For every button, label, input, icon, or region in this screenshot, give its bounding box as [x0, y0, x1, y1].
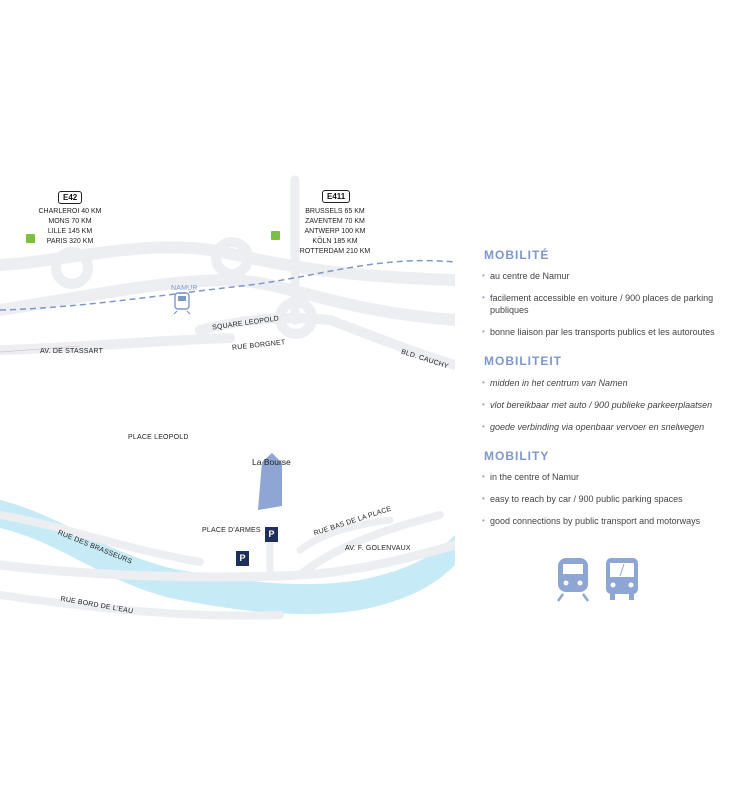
list-item: • in the centre of Namur — [482, 471, 745, 483]
city-map: E42 CHARLEROI 40 KM MONS 70 KM LILLE 145… — [0, 170, 461, 620]
road-stassart — [0, 333, 235, 355]
map-roads — [0, 175, 461, 620]
bus-icon — [606, 558, 638, 600]
road-lower — [0, 540, 460, 582]
list-item: • facilement accessible en voiture / 900 … — [482, 292, 745, 316]
roundabout-2 — [211, 237, 253, 279]
e411-dest: ANTWERP 100 KM — [304, 228, 366, 235]
e411-dest: KÖLN 185 KM — [312, 238, 358, 245]
bullet-icon: • — [482, 378, 485, 387]
road-cauchy — [325, 315, 460, 370]
rest-area-icon — [271, 231, 280, 240]
item-text: midden in het centrum van Namen — [490, 378, 628, 388]
item-text: in the centre of Namur — [490, 472, 580, 482]
station-label: NAMUR — [171, 285, 198, 292]
list-item: • vlot bereikbaar met auto / 900 publieke… — [482, 399, 745, 411]
bullet-icon: • — [482, 472, 485, 481]
list-item: • au centre de Namur — [482, 270, 745, 282]
e411-badge: E411 — [322, 190, 351, 203]
street-av-golenvaux: AV. F. GOLENVAUX — [345, 545, 411, 552]
station-icon — [173, 292, 191, 315]
street-place-armes: PLACE D'ARMES — [202, 527, 261, 534]
item-text: goede verbinding via openbaar vervoer en… — [490, 422, 705, 432]
list-item: • easy to reach by car / 900 public parki… — [482, 493, 745, 505]
train-icon — [556, 558, 590, 602]
road-bas-place — [296, 516, 394, 554]
parking-icon: P — [236, 551, 249, 566]
e42-destinations: CHARLEROI 40 KM MONS 70 KM LILLE 145 KM … — [25, 207, 115, 247]
road-brasseurs — [0, 511, 204, 566]
e411-dest: ZAVENTEM 70 KM — [305, 218, 365, 225]
road-square-leopold — [195, 313, 335, 335]
item-text: bonne liaison par les transports publics… — [490, 327, 715, 337]
rest-area-icon — [26, 234, 35, 243]
e42-dest: LILLE 145 KM — [47, 228, 93, 235]
roundabout-1 — [51, 247, 93, 289]
road-upper — [0, 273, 461, 326]
road-golenvaux — [296, 511, 444, 579]
section-title-mobilite: MOBILITÉ — [484, 248, 550, 262]
la-bourse-building — [258, 453, 282, 510]
street-place-leopold: PLACE LEOPOLD — [128, 434, 189, 441]
e411-dest: ROTTERDAM 210 KM — [299, 248, 371, 255]
e42-dest: MONS 70 KM — [48, 218, 92, 225]
section-title-mobility: MOBILITY — [484, 449, 550, 463]
bullet-icon: • — [482, 400, 485, 409]
list-item: • midden in het centrum van Namen — [482, 377, 745, 389]
landmark-la-bourse: La Bourse — [252, 457, 291, 467]
river — [0, 500, 455, 615]
parking-icon: P — [265, 527, 278, 542]
e411-dest: BRUSSELS 65 KM — [305, 208, 365, 215]
e42-dest: PARIS 320 KM — [46, 238, 94, 245]
item-text: facilement accessible en voiture / 900 p… — [490, 293, 714, 315]
list-item: • goede verbinding via openbaar vervoer e… — [482, 421, 745, 433]
e42-dest: CHARLEROI 40 KM — [38, 208, 102, 215]
list-item: • good connections by public transport an… — [482, 515, 745, 527]
e411-destinations: BRUSSELS 65 KM ZAVENTEM 70 KM ANTWERP 10… — [295, 207, 375, 257]
item-text: good connections by public transport and… — [490, 516, 701, 526]
bullet-icon: • — [482, 494, 485, 503]
road-bord-eau — [0, 591, 284, 620]
bullet-icon: • — [482, 327, 485, 336]
item-text: easy to reach by car / 900 public parkin… — [490, 494, 683, 504]
section-title-mobiliteit: MOBILITEIT — [484, 354, 562, 368]
bullet-icon: • — [482, 293, 485, 302]
item-text: au centre de Namur — [490, 271, 570, 281]
list-item: • bonne liaison par les transports public… — [482, 326, 745, 338]
bullet-icon: • — [482, 422, 485, 431]
bullet-icon: • — [482, 516, 485, 525]
e42-badge: E42 — [58, 191, 83, 204]
item-text: vlot bereikbaar met auto / 900 publieke … — [490, 400, 713, 410]
railway-line — [0, 259, 456, 311]
bullet-icon: • — [482, 271, 485, 280]
street-av-stassart: AV. DE STASSART — [40, 348, 104, 355]
